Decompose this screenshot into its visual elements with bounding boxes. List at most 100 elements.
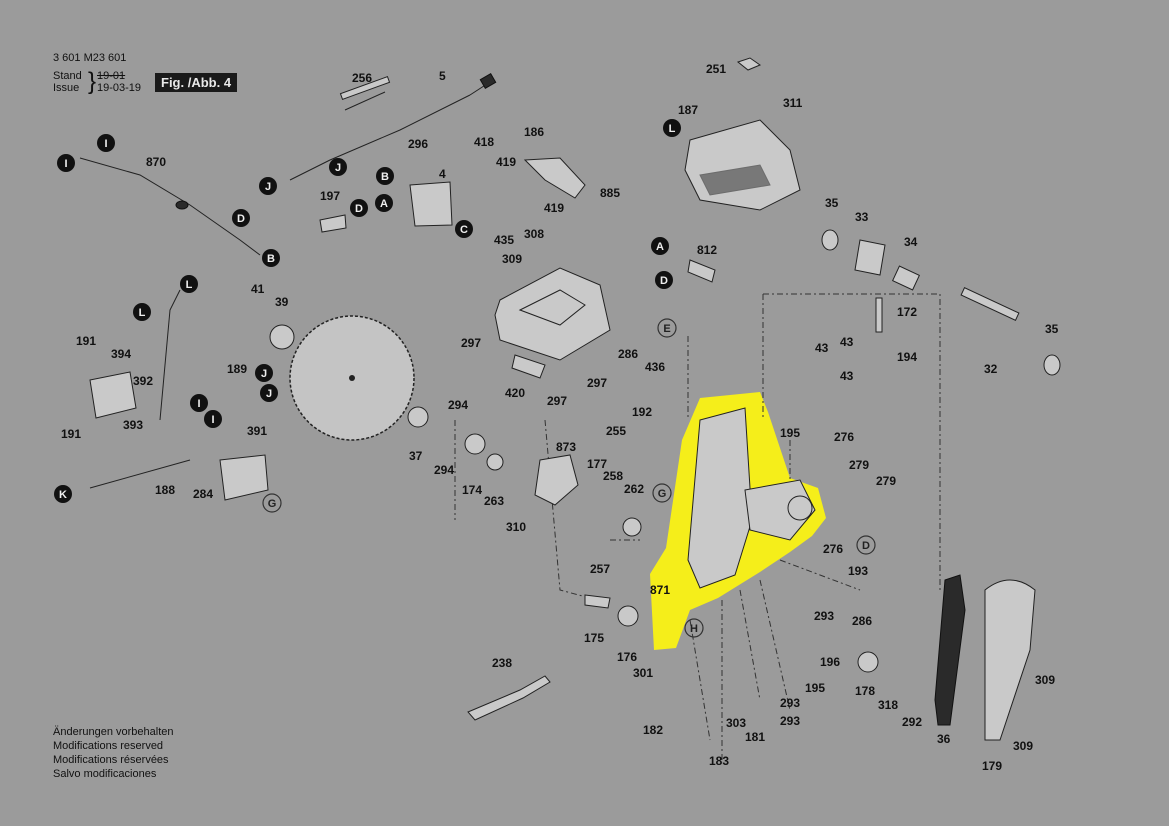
label-187: 187 xyxy=(678,103,698,117)
svg-text:J: J xyxy=(335,162,341,174)
label-238: 238 xyxy=(492,656,512,670)
svg-text:K: K xyxy=(59,489,67,501)
svg-text:B: B xyxy=(381,171,389,183)
reference-markers: I I J D B J B A C D A D L L L I I J J K xyxy=(54,119,681,503)
saw-blade xyxy=(289,315,415,441)
label-296: 296 xyxy=(408,137,428,151)
label-192: 192 xyxy=(632,405,652,419)
marker-D-4: D xyxy=(856,535,876,555)
label-176: 176 xyxy=(617,650,637,664)
label-174: 174 xyxy=(462,483,482,497)
svg-text:D: D xyxy=(237,213,245,225)
label-177: 177 xyxy=(587,457,607,471)
label-4: 4 xyxy=(439,167,446,181)
label-194: 194 xyxy=(897,350,917,364)
marker-I-4: I xyxy=(204,410,222,428)
belt-cover xyxy=(934,574,1036,741)
label-262: 262 xyxy=(624,482,644,496)
label-871: 871 xyxy=(650,583,670,597)
marker-B-2: B xyxy=(376,167,394,185)
label-35: 35 xyxy=(825,196,839,210)
label-195b: 195 xyxy=(805,681,825,695)
open-markers: G E G H D xyxy=(262,318,876,638)
svg-text:L: L xyxy=(186,279,193,291)
marker-A-1: A xyxy=(375,194,393,212)
svg-text:J: J xyxy=(265,181,271,193)
label-420: 420 xyxy=(505,386,525,400)
label-188: 188 xyxy=(155,483,175,497)
label-183: 183 xyxy=(709,754,729,768)
arm-assembly xyxy=(687,407,816,589)
issue-label: Issue xyxy=(53,82,80,94)
label-309c: 309 xyxy=(1035,673,1055,687)
label-255: 255 xyxy=(606,424,626,438)
label-197: 197 xyxy=(320,189,340,203)
label-318: 318 xyxy=(878,698,898,712)
label-394: 394 xyxy=(111,347,131,361)
note-de: Änderungen vorbehalten xyxy=(53,726,174,738)
marker-L-2: L xyxy=(180,275,198,293)
marker-G-1: G xyxy=(262,493,282,513)
label-195: 195 xyxy=(780,426,800,440)
svg-text:I: I xyxy=(64,158,67,170)
marker-I-2: I xyxy=(57,154,75,172)
label-182: 182 xyxy=(643,723,663,737)
marker-K-1: K xyxy=(54,485,72,503)
label-293: 293 xyxy=(814,609,834,623)
marker-L-1: L xyxy=(663,119,681,137)
label-870: 870 xyxy=(146,155,166,169)
label-286: 286 xyxy=(618,347,638,361)
label-191: 191 xyxy=(76,334,96,348)
svg-text:L: L xyxy=(669,123,676,135)
svg-text:B: B xyxy=(267,253,275,265)
label-293b: 293 xyxy=(780,696,800,710)
label-5: 5 xyxy=(439,69,446,83)
label-873: 873 xyxy=(556,440,576,454)
svg-text:L: L xyxy=(139,307,146,319)
marker-E-1: E xyxy=(657,318,677,338)
svg-text:D: D xyxy=(862,540,870,552)
stand-value: 19-01 xyxy=(97,70,126,82)
marker-I-1: I xyxy=(97,134,115,152)
label-293c: 293 xyxy=(780,714,800,728)
marker-I-3: I xyxy=(190,394,208,412)
label-418: 418 xyxy=(474,135,494,149)
label-39: 39 xyxy=(275,295,289,309)
label-279: 279 xyxy=(849,458,869,472)
marker-D-1: D xyxy=(232,209,250,227)
svg-text:J: J xyxy=(261,368,267,380)
marker-G-2: G xyxy=(652,483,672,503)
label-43b: 43 xyxy=(815,341,829,355)
label-263: 263 xyxy=(484,494,504,508)
label-297c: 297 xyxy=(547,394,567,408)
label-284: 284 xyxy=(193,487,213,501)
svg-text:I: I xyxy=(197,398,200,410)
small-parts xyxy=(89,57,1061,721)
label-279b: 279 xyxy=(876,474,896,488)
label-435: 435 xyxy=(494,233,514,247)
label-33: 33 xyxy=(855,210,869,224)
marker-B-1: B xyxy=(262,249,280,267)
marker-L-3: L xyxy=(133,303,151,321)
label-311: 311 xyxy=(783,96,803,110)
note-en: Modifications reserved xyxy=(53,740,164,752)
svg-text:G: G xyxy=(268,498,277,510)
stand-label: Stand xyxy=(53,70,82,82)
svg-text:H: H xyxy=(690,623,698,635)
label-181: 181 xyxy=(745,730,765,744)
svg-text:D: D xyxy=(355,203,363,215)
label-193: 193 xyxy=(848,564,868,578)
marker-A-2: A xyxy=(651,237,669,255)
figure-label: Fig. /Abb. 4 xyxy=(155,73,238,92)
label-297b: 297 xyxy=(587,376,607,390)
marker-D-2: D xyxy=(350,199,368,217)
svg-text:I: I xyxy=(211,414,214,426)
label-189: 189 xyxy=(227,362,247,376)
svg-text:J: J xyxy=(266,388,272,400)
marker-H-1: H xyxy=(684,618,704,638)
label-436: 436 xyxy=(645,360,665,374)
label-32: 32 xyxy=(984,362,998,376)
label-297: 297 xyxy=(461,336,481,350)
svg-text:D: D xyxy=(660,275,668,287)
